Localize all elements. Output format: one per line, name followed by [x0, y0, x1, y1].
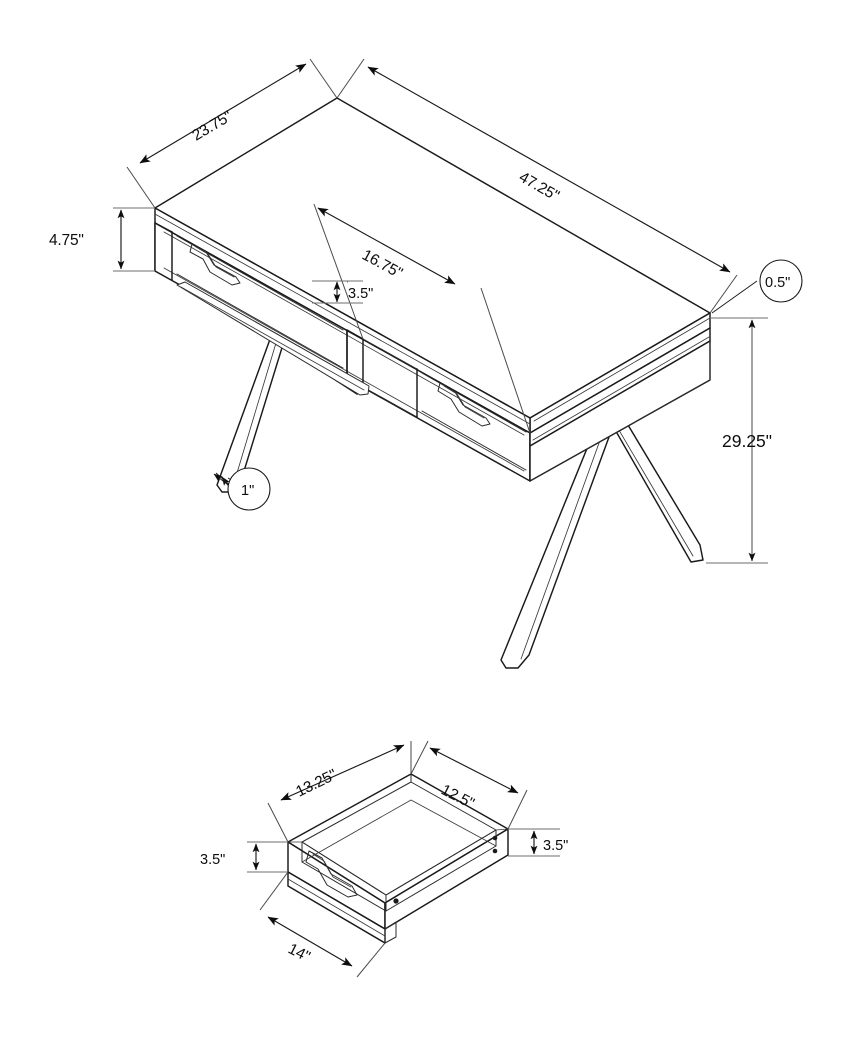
desk-apron-and-drawers: [154, 222, 711, 482]
dimension-drawer-height-right-3-5: 3.5": [508, 828, 568, 857]
dimension-label-3-5-opening: 3.5": [348, 286, 373, 302]
dimension-label-3-5-right: 3.5": [543, 838, 568, 854]
dimension-label-3-5-left: 3.5": [200, 852, 225, 868]
dimension-label-29-25: 29.25": [722, 431, 772, 451]
dimension-drawer-height-left-3-5: 3.5": [200, 841, 288, 873]
dimension-label-4-75: 4.75": [49, 232, 84, 249]
callout-label-0-5: 0.5": [765, 275, 790, 291]
callout-bubble-1: [227, 467, 271, 511]
callout-bubble-0-5: [759, 259, 803, 303]
drawer-box-geometry: [287, 773, 509, 944]
main-desk-view: 23.75" 47.25" 4.75" 16.75": [49, 58, 803, 669]
callout-label-1: 1": [241, 483, 254, 499]
dimension-apron-4-75: 4.75": [49, 207, 155, 272]
dimension-height-29-25: 29.25": [706, 317, 772, 564]
callout-top-thickness-0-5: 0.5": [711, 259, 803, 314]
drawer-slide-rail: [176, 281, 370, 396]
dimension-opening-3-5: 3.5": [312, 280, 373, 304]
callout-leg-thickness-1: 1": [213, 467, 271, 511]
drawer-detail-view: 13.25" 12.5" 3.5" 3.5": [200, 740, 568, 978]
